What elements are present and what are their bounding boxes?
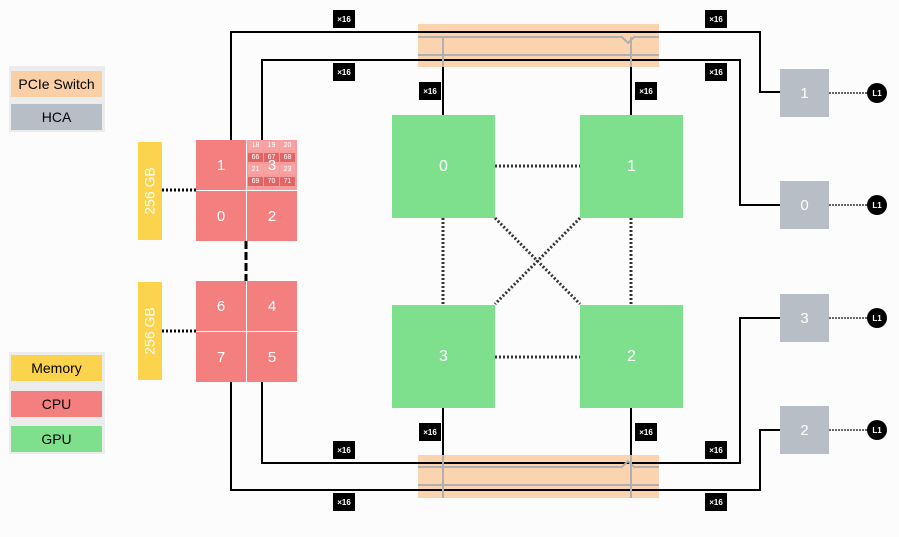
port-l1: L1 <box>867 308 887 328</box>
link-width-badge: ×16 <box>705 10 727 28</box>
hca-port-links <box>829 92 867 431</box>
cpu-core: 23 <box>280 165 295 174</box>
cpu-core: 66 <box>248 153 263 162</box>
link-width-badge: ×16 <box>705 441 727 459</box>
cpu-core: 71 <box>280 177 295 186</box>
port-l1: L1 <box>867 195 887 215</box>
cpu-core: 70 <box>264 177 279 186</box>
nvlink-lines <box>441 164 633 359</box>
link-width-badge: ×16 <box>705 63 727 81</box>
cpu-core: 19 <box>264 141 279 150</box>
gpu-1: 1 <box>580 115 683 218</box>
cpu-core: 69 <box>248 177 263 186</box>
link-width-badge: ×16 <box>419 423 441 441</box>
gpu-2: 2 <box>580 305 683 408</box>
hca-1: 1 <box>780 69 829 117</box>
cpu-core: 68 <box>280 153 295 162</box>
cpu-node-6: 6 <box>196 281 246 331</box>
switch-trace <box>418 36 659 45</box>
wire <box>230 31 780 142</box>
cpu-node-7: 7 <box>196 332 246 382</box>
wire <box>230 380 780 491</box>
memory-lower: 256 GB <box>138 282 162 380</box>
legend-pcie-switch: PCIe Switch <box>11 71 102 97</box>
link-width-badge: ×16 <box>705 493 727 511</box>
cpu-core <box>264 165 279 174</box>
hca-3: 3 <box>780 294 829 342</box>
hca-0: 0 <box>780 181 829 229</box>
cpu-node-4: 4 <box>247 281 297 331</box>
legend-cpu: CPU <box>11 391 102 417</box>
cpu-node-3-label: 3 <box>267 156 277 174</box>
gpu-0: 0 <box>392 115 495 218</box>
cpu-core: 21 <box>248 165 263 174</box>
link-width-badge: ×16 <box>333 10 355 28</box>
cpu-core: 67 <box>264 153 279 162</box>
link-width-badge: ×16 <box>635 423 657 441</box>
cpu-node-0: 0 <box>196 191 246 241</box>
legend-memory: Memory <box>11 355 102 381</box>
wire <box>261 317 780 464</box>
cpu-core: 20 <box>280 141 295 150</box>
gpu-3: 3 <box>392 305 495 408</box>
link-width-badge: ×16 <box>333 441 355 459</box>
memory-upper: 256 GB <box>138 142 162 240</box>
switch-trace <box>418 459 659 468</box>
port-l1: L1 <box>867 83 887 103</box>
cpu-core: 18 <box>248 141 263 150</box>
link-width-badge: ×16 <box>419 82 441 100</box>
legend-gpu: GPU <box>11 426 102 452</box>
wire <box>261 59 780 206</box>
port-l1: L1 <box>867 420 887 440</box>
legend-hca: HCA <box>11 104 102 130</box>
cpu-node-5: 5 <box>247 332 297 382</box>
cpu-node-1: 1 <box>196 140 246 190</box>
link-width-badge: ×16 <box>333 493 355 511</box>
link-width-badge: ×16 <box>333 63 355 81</box>
hca-2: 2 <box>780 406 829 454</box>
cpu-node-2: 2 <box>247 191 297 241</box>
link-width-badge: ×16 <box>635 82 657 100</box>
pcie-switch-bottom <box>418 455 659 498</box>
